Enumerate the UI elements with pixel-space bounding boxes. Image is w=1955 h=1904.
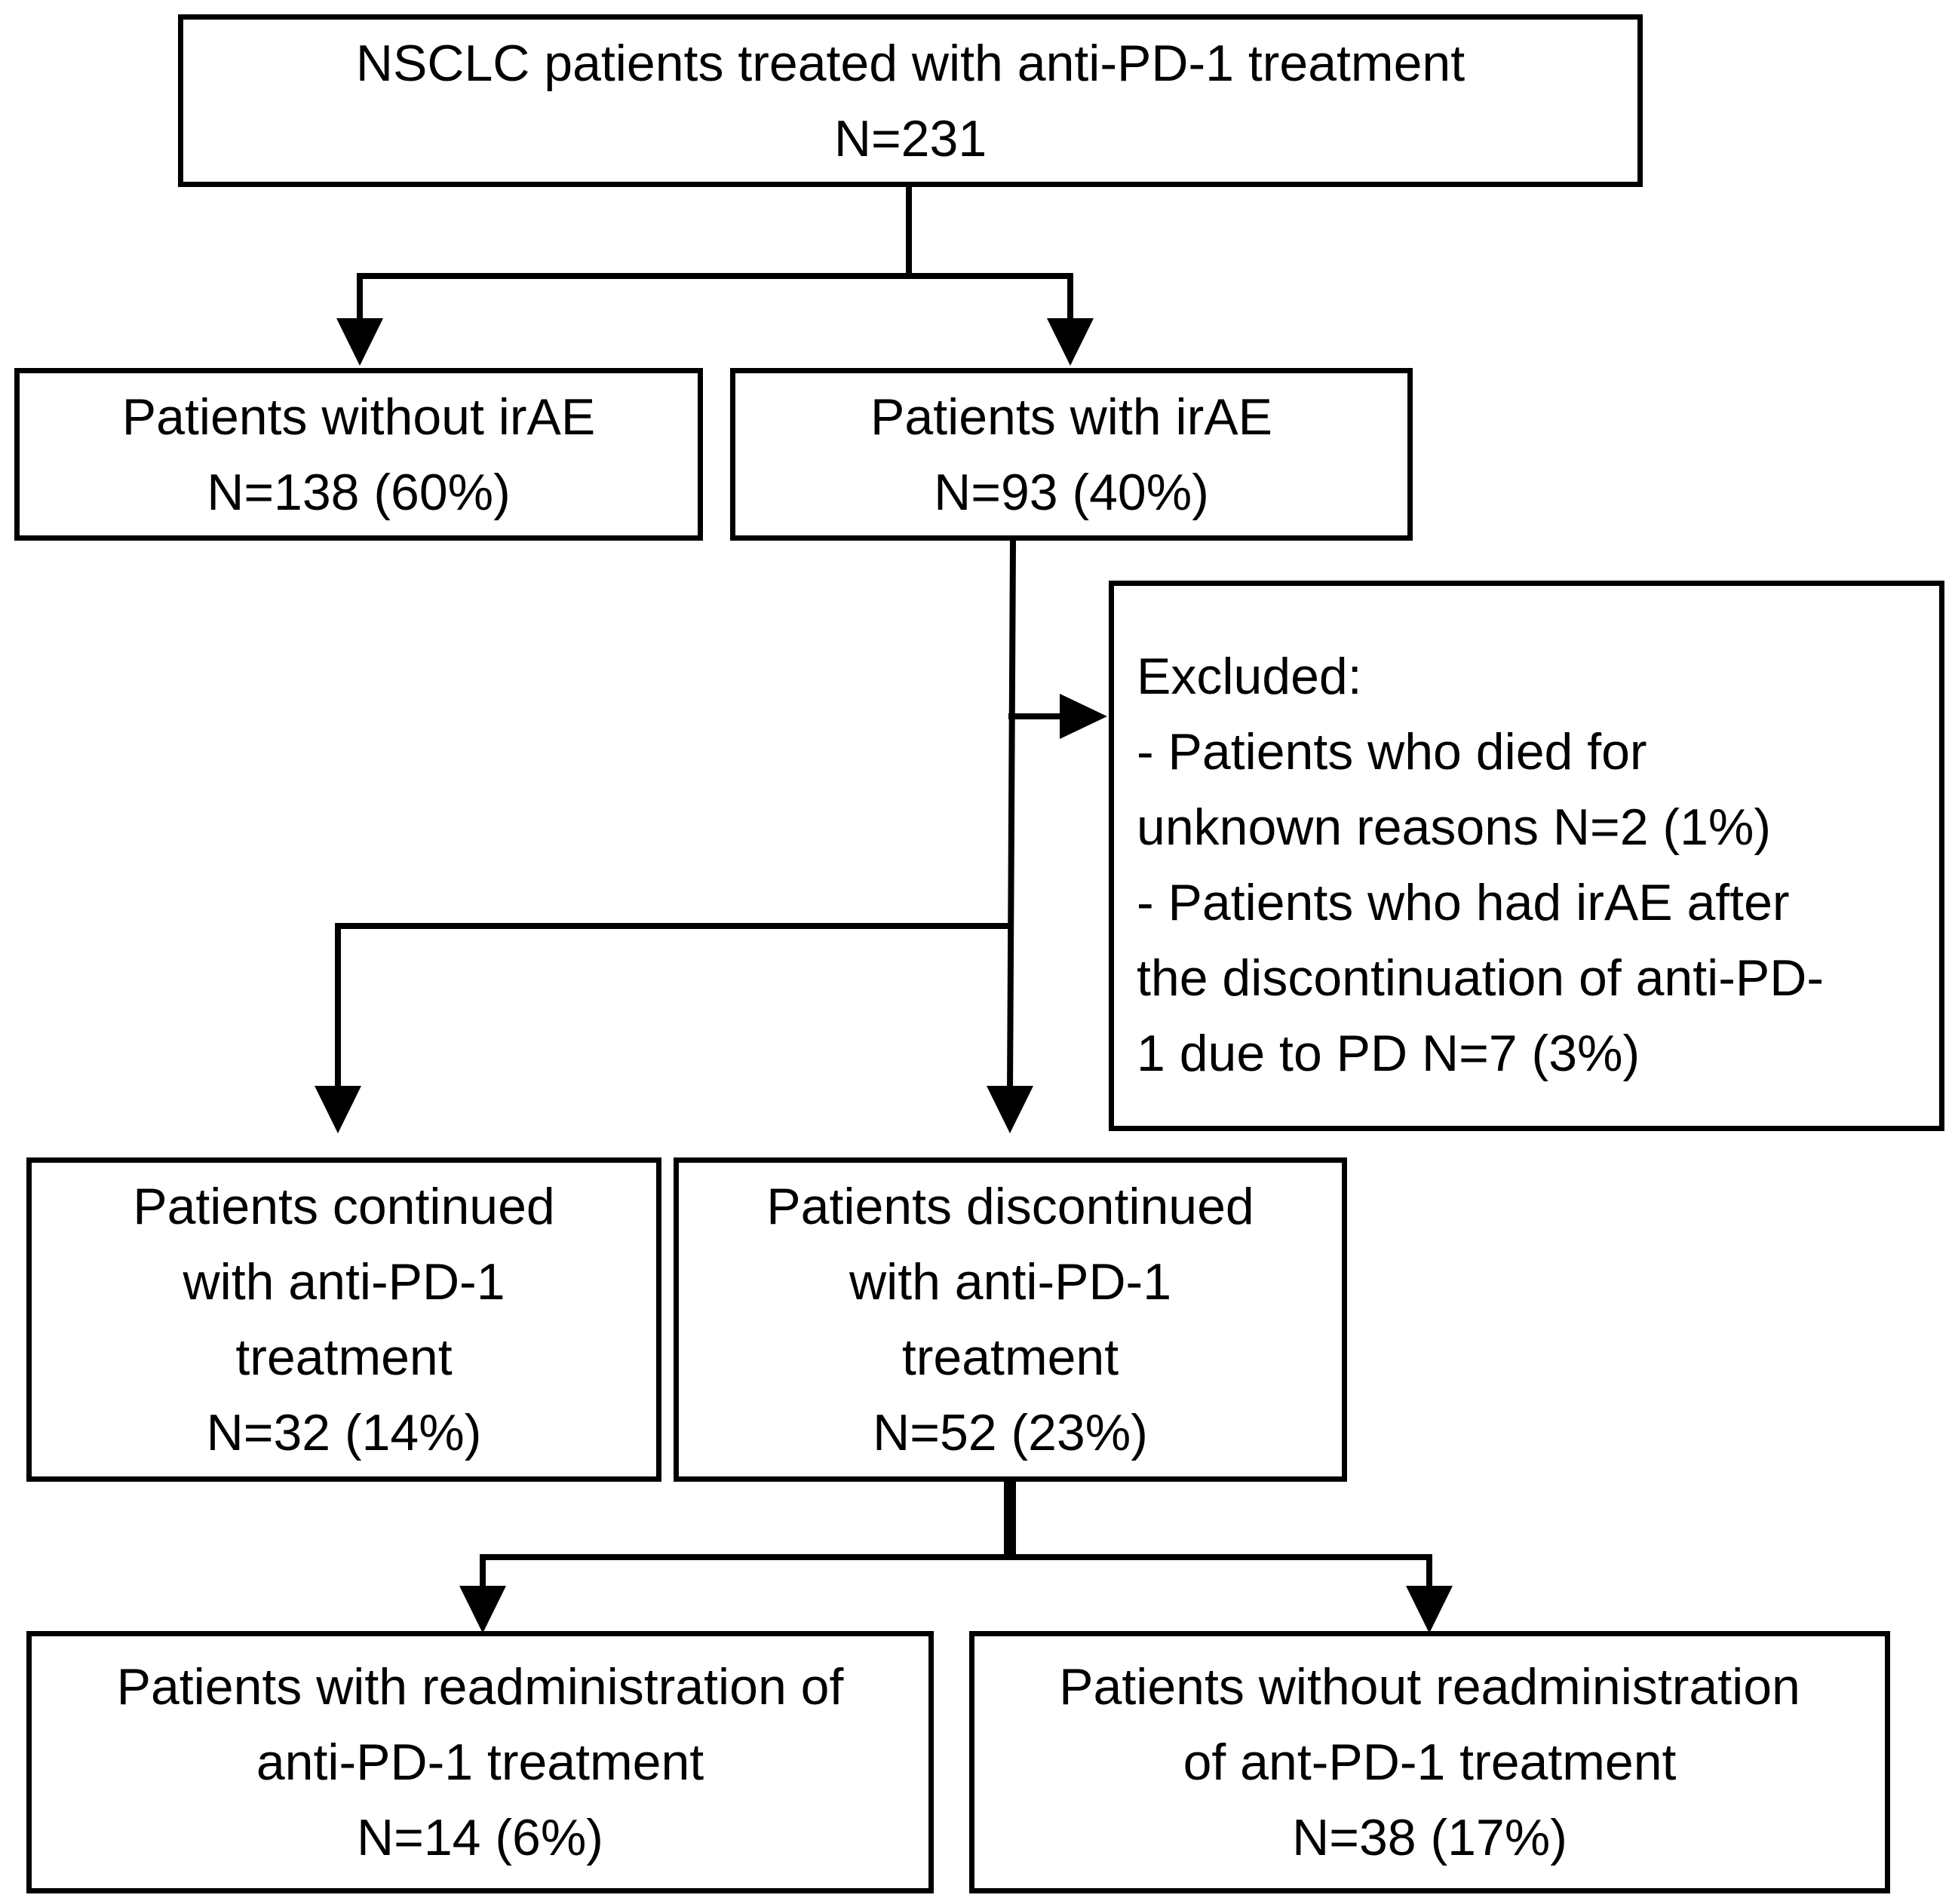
total-count: N=231 — [833, 109, 987, 167]
arrowhead-with-irae — [1047, 318, 1094, 366]
readmin-line-2: anti-PD-1 treatment — [256, 1734, 704, 1791]
box-discontinued: Patients discontinued with anti-PD-1 tre… — [674, 1157, 1347, 1482]
box-with-irae: Patients with irAE N=93 (40%) — [730, 368, 1413, 541]
without-irae-title: Patients without irAE — [121, 388, 596, 446]
total-title: NSCLC patients treated with anti-PD-1 tr… — [355, 34, 1465, 92]
discontinued-count: N=52 (23%) — [873, 1404, 1148, 1461]
readmin-count: N=14 (6%) — [357, 1809, 603, 1866]
connector-discontinued-stem — [1004, 1482, 1016, 1559]
no-readmin-line-1: Patients without readministration — [1059, 1658, 1800, 1715]
arrowhead-readmin — [459, 1586, 506, 1633]
continued-line-3: treatment — [235, 1329, 453, 1386]
box-continued: Patients continued with anti-PD-1 treatm… — [26, 1157, 661, 1482]
discontinued-line-1: Patients discontinued — [766, 1178, 1254, 1235]
arrowhead-continued — [315, 1086, 361, 1133]
without-irae-count: N=138 (60%) — [207, 463, 511, 521]
box-readministration: Patients with readministration of anti-P… — [26, 1631, 934, 1893]
with-irae-title: Patients with irAE — [870, 388, 1272, 446]
readmin-line-1: Patients with readministration of — [116, 1658, 844, 1715]
excluded-line-4: the discontinuation of anti-PD- — [1137, 949, 1824, 1007]
box-no-readministration: Patients without readministration of ant… — [969, 1631, 1890, 1893]
no-readmin-line-2: of ant-PD-1 treatment — [1183, 1734, 1677, 1791]
excluded-line-5: 1 due to PD N=7 (3%) — [1137, 1025, 1640, 1082]
continued-line-2: with anti-PD-1 — [183, 1253, 505, 1311]
excluded-line-2: unknown reasons N=2 (1%) — [1137, 799, 1772, 856]
continued-count: N=32 (14%) — [206, 1404, 482, 1461]
discontinued-line-2: with anti-PD-1 — [849, 1253, 1172, 1311]
no-readmin-count: N=38 (17%) — [1292, 1809, 1567, 1866]
with-irae-count: N=93 (40%) — [934, 463, 1209, 521]
box-total-patients: NSCLC patients treated with anti-PD-1 tr… — [178, 14, 1643, 187]
excluded-heading: Excluded: — [1137, 648, 1362, 705]
box-without-irae: Patients without irAE N=138 (60%) — [14, 368, 703, 541]
arrowhead-without-irae — [336, 318, 383, 366]
arrowhead-excluded — [1060, 694, 1107, 739]
connector-irae-stem — [1006, 539, 1017, 1097]
excluded-line-1: - Patients who died for — [1137, 723, 1647, 780]
arrowhead-discontinued — [987, 1086, 1033, 1133]
arrowhead-no-readmin — [1406, 1586, 1453, 1633]
discontinued-line-3: treatment — [901, 1329, 1119, 1386]
continued-line-1: Patients continued — [133, 1178, 555, 1235]
excluded-line-3: - Patients who had irAE after — [1137, 874, 1790, 931]
box-excluded: Excluded: - Patients who died for unknow… — [1109, 581, 1944, 1131]
